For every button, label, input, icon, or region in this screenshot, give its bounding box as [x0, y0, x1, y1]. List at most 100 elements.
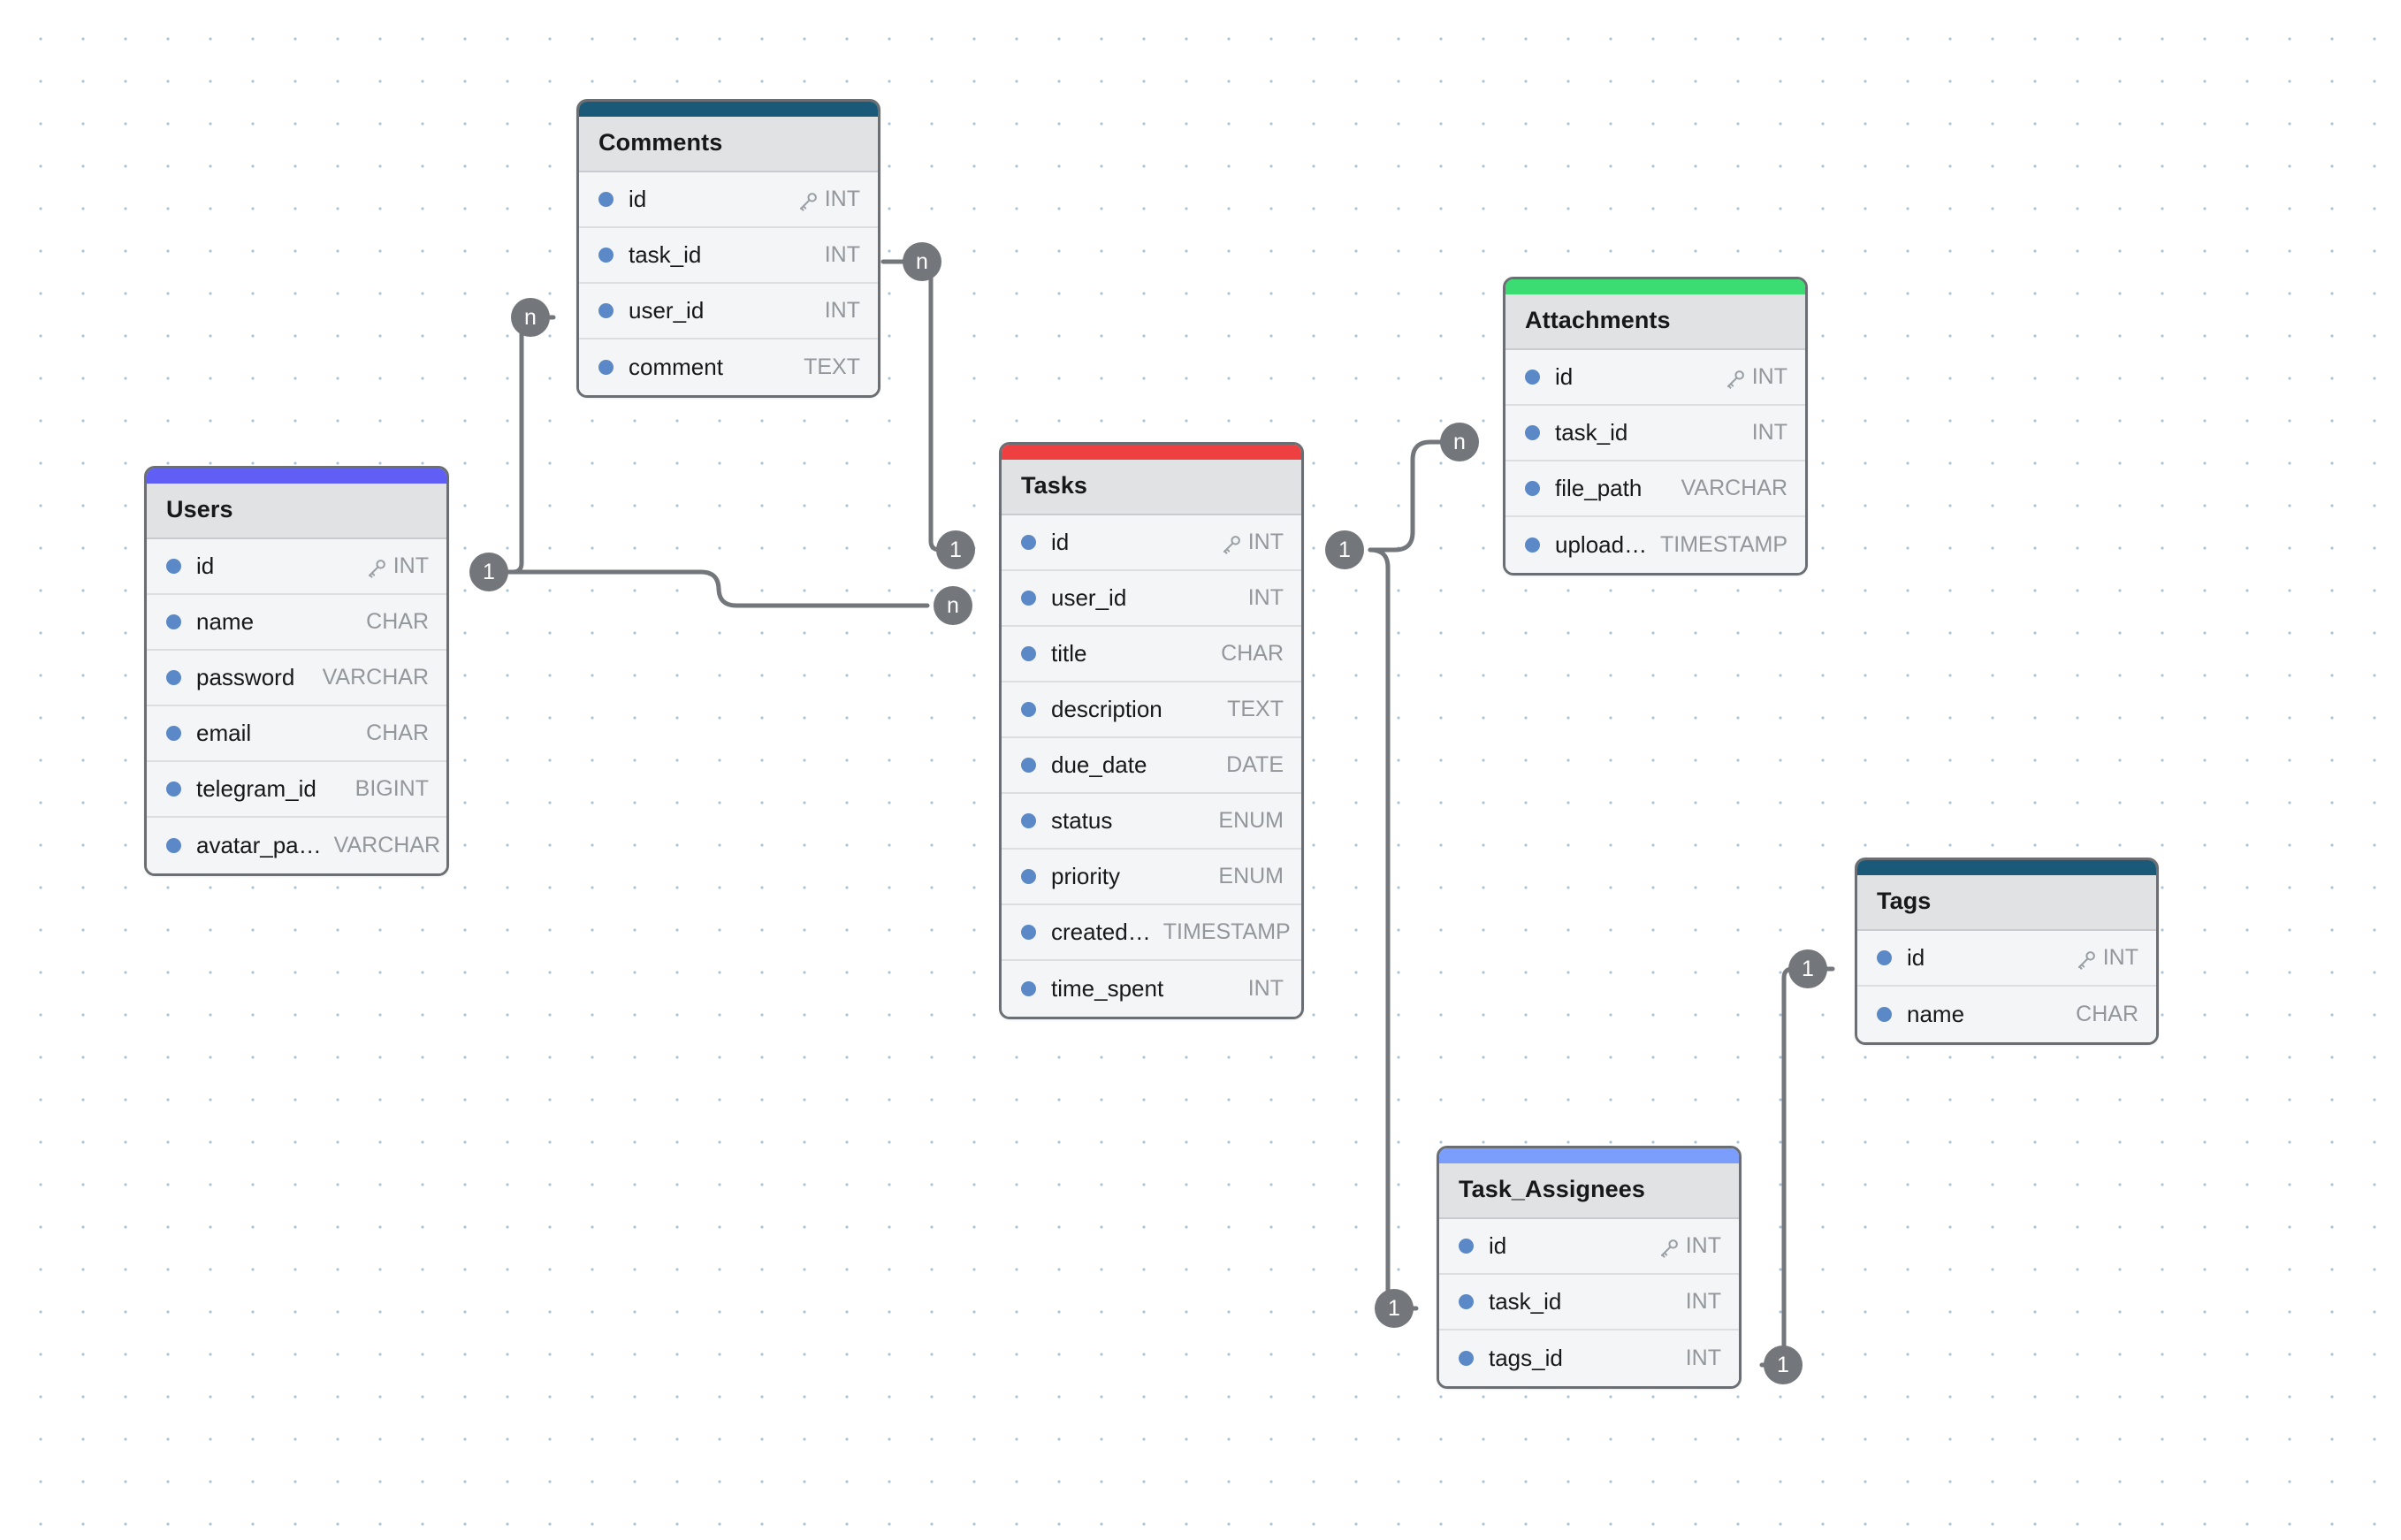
cardinality-badge-b-comments-task_id[interactable]: n — [903, 242, 941, 281]
table-row[interactable]: id INT — [1505, 350, 1805, 406]
table-accent-bar — [1439, 1148, 1739, 1163]
table-row[interactable]: created…TIMESTAMP — [1002, 905, 1301, 961]
field-bullet-icon — [1021, 925, 1036, 940]
key-icon — [1724, 368, 1747, 391]
cardinality-badge-b-attach-task_id[interactable]: n — [1440, 423, 1479, 461]
field-name: tags_id — [1489, 1345, 1563, 1371]
table-row[interactable]: id INT — [1002, 515, 1301, 571]
cardinality-badge-b-tasks-id-right[interactable]: 1 — [1325, 530, 1364, 569]
field-type-group: CHAR — [1221, 641, 1284, 667]
relationship-edge-users-tasks[interactable] — [486, 569, 930, 608]
relationship-edge-comments-tasks[interactable] — [880, 259, 958, 553]
field-name: user_id — [1051, 584, 1127, 611]
field-type: INT — [393, 553, 429, 578]
relationship-edge-tasks-attachments[interactable] — [1368, 439, 1461, 553]
cardinality-badge-b-tags-id[interactable]: 1 — [1788, 949, 1827, 988]
cardinality-badge-b-users-id[interactable]: 1 — [469, 553, 508, 591]
field-type: ENUM — [1218, 808, 1284, 833]
table-accent-bar — [579, 102, 878, 117]
field-type: INT — [1685, 1233, 1721, 1258]
relationship-edge-tasks-taskassignees[interactable] — [1368, 547, 1419, 1311]
field-type-group: BIGINT — [355, 776, 429, 802]
table-title: Attachments — [1505, 294, 1805, 350]
field-name: id — [1051, 529, 1070, 555]
field-bullet-icon — [1525, 370, 1540, 385]
field-type-group: VARCHAR — [334, 833, 440, 858]
relationship-edge-tags-taskassignees[interactable] — [1759, 966, 1835, 1368]
field-type: VARCHAR — [333, 833, 441, 858]
field-type-group: INT — [365, 553, 429, 579]
field-name: task_id — [1489, 1288, 1562, 1315]
field-name: description — [1051, 696, 1162, 722]
cardinality-badge-b-ta-task_id[interactable]: 1 — [1375, 1289, 1414, 1328]
field-type: INT — [1685, 1346, 1721, 1370]
table-row[interactable]: upload… TIMESTAMP — [1505, 517, 1805, 573]
cardinality-badge-b-tasks-user_id[interactable]: n — [934, 586, 972, 625]
field-name: upload… — [1555, 531, 1648, 558]
field-type-group: ENUM — [1218, 808, 1284, 834]
field-type: INT — [1247, 585, 1284, 610]
field-bullet-icon — [1459, 1239, 1474, 1254]
table-accent-bar — [1505, 279, 1805, 294]
field-type: TIMESTAMP — [1660, 532, 1787, 557]
table-title: Task_Assignees — [1439, 1163, 1739, 1219]
field-name: id — [1555, 363, 1574, 390]
table-row[interactable]: tags_id INT — [1439, 1330, 1739, 1386]
field-bullet-icon — [166, 838, 181, 853]
key-icon — [2075, 949, 2098, 972]
field-type-group: INT — [1220, 530, 1284, 555]
cardinality-badge-b-tasks-id-left[interactable]: 1 — [936, 530, 975, 569]
key-icon — [1658, 1237, 1681, 1260]
field-type: INT — [1751, 420, 1787, 445]
table-row[interactable]: title CHAR — [1002, 627, 1301, 682]
table-accent-bar — [1002, 445, 1301, 460]
field-type-group: INT — [1248, 585, 1284, 611]
table-row[interactable]: user_id INT — [1002, 571, 1301, 627]
field-bullet-icon — [1877, 1007, 1892, 1022]
cardinality-badge-b-comments-user_id[interactable]: n — [511, 298, 550, 337]
field-type-group: TIMESTAMP — [1163, 919, 1291, 945]
relationship-edge-users-comments[interactable] — [486, 315, 556, 575]
field-type: ENUM — [1218, 864, 1284, 888]
cardinality-badge-b-ta-tags_id[interactable]: 1 — [1764, 1346, 1803, 1384]
field-name: title — [1051, 640, 1087, 667]
field-type: INT — [1751, 364, 1787, 389]
field-bullet-icon — [1459, 1294, 1474, 1309]
field-type-group: INT — [1658, 1233, 1721, 1259]
field-name: name — [196, 608, 255, 635]
field-bullet-icon — [1877, 950, 1892, 965]
table-row[interactable]: avatar_pa…VARCHAR — [147, 818, 446, 873]
